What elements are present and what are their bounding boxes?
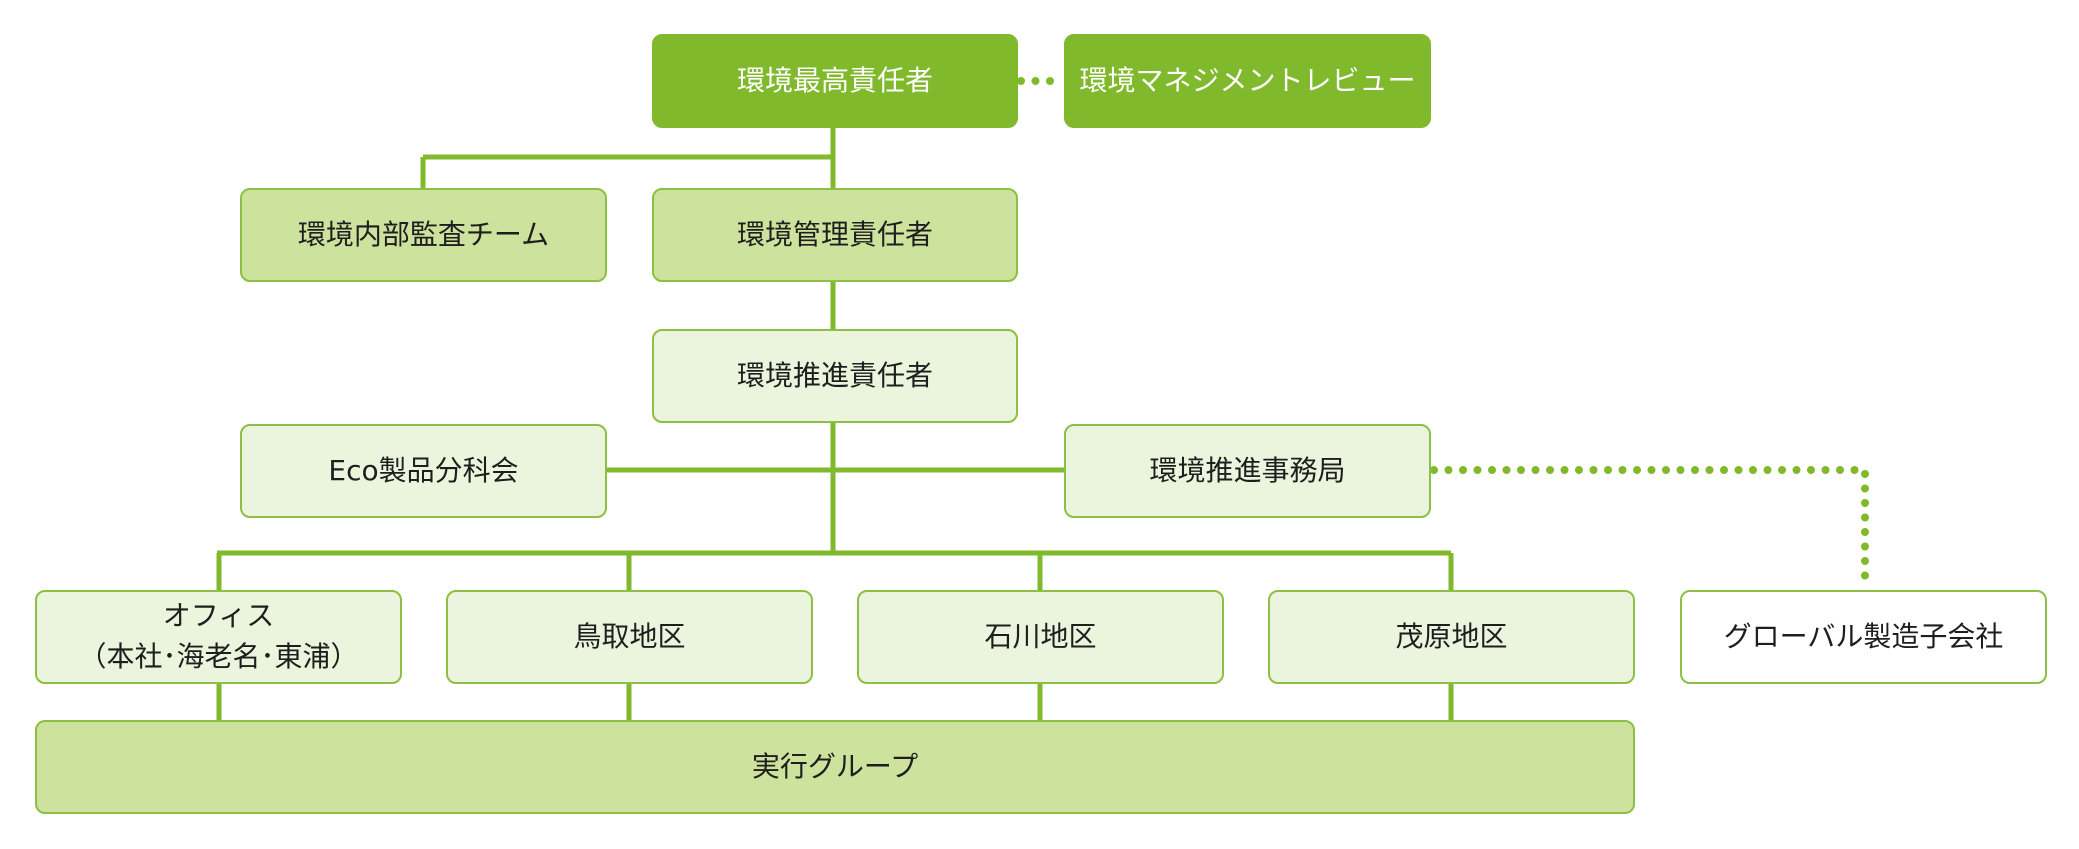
promotion-manager-label: 環境推進責任者 — [736, 358, 933, 392]
eco-product-subcommittee-label: Eco製品分科会 — [328, 453, 519, 487]
execution-group-box: 実行グループ — [35, 720, 1635, 814]
mobara-area-box: 茂原地区 — [1268, 590, 1635, 684]
mobara-area-label: 茂原地区 — [1395, 619, 1508, 653]
promotion-manager-box: 環境推進責任者 — [652, 329, 1018, 423]
ishikawa-area-label: 石川地区 — [984, 619, 1097, 653]
execution-group-label: 実行グループ — [751, 749, 919, 783]
management-review-box: 環境マネジメントレビュー — [1064, 34, 1431, 128]
chief-environmental-officer-label: 環境最高責任者 — [736, 63, 933, 97]
promotion-secretariat-label: 環境推進事務局 — [1149, 453, 1346, 487]
promotion-secretariat-box: 環境推進事務局 — [1064, 424, 1431, 518]
office-label: オフィス — [162, 599, 275, 633]
office-box: オフィス （本社･海老名･東浦） — [35, 590, 402, 684]
tottori-area-box: 鳥取地区 — [446, 590, 813, 684]
tottori-area-label: 鳥取地区 — [573, 619, 686, 653]
office-sublabel: （本社･海老名･東浦） — [78, 640, 359, 673]
chief-environmental-officer-box: 環境最高責任者 — [652, 34, 1018, 128]
internal-audit-team-box: 環境内部監査チーム — [240, 188, 607, 282]
global-subsidiaries-box: グローバル製造子会社 — [1680, 590, 2047, 684]
dotted-secretariat-global — [1430, 466, 1869, 594]
environmental-manager-box: 環境管理責任者 — [652, 188, 1018, 282]
global-subsidiaries-label: グローバル製造子会社 — [1723, 619, 2004, 653]
eco-product-subcommittee-box: Eco製品分科会 — [240, 424, 607, 518]
management-review-label: 環境マネジメントレビュー — [1079, 63, 1416, 97]
environmental-manager-label: 環境管理責任者 — [736, 217, 933, 251]
ishikawa-area-box: 石川地区 — [857, 590, 1224, 684]
internal-audit-team-label: 環境内部監査チーム — [297, 217, 550, 251]
